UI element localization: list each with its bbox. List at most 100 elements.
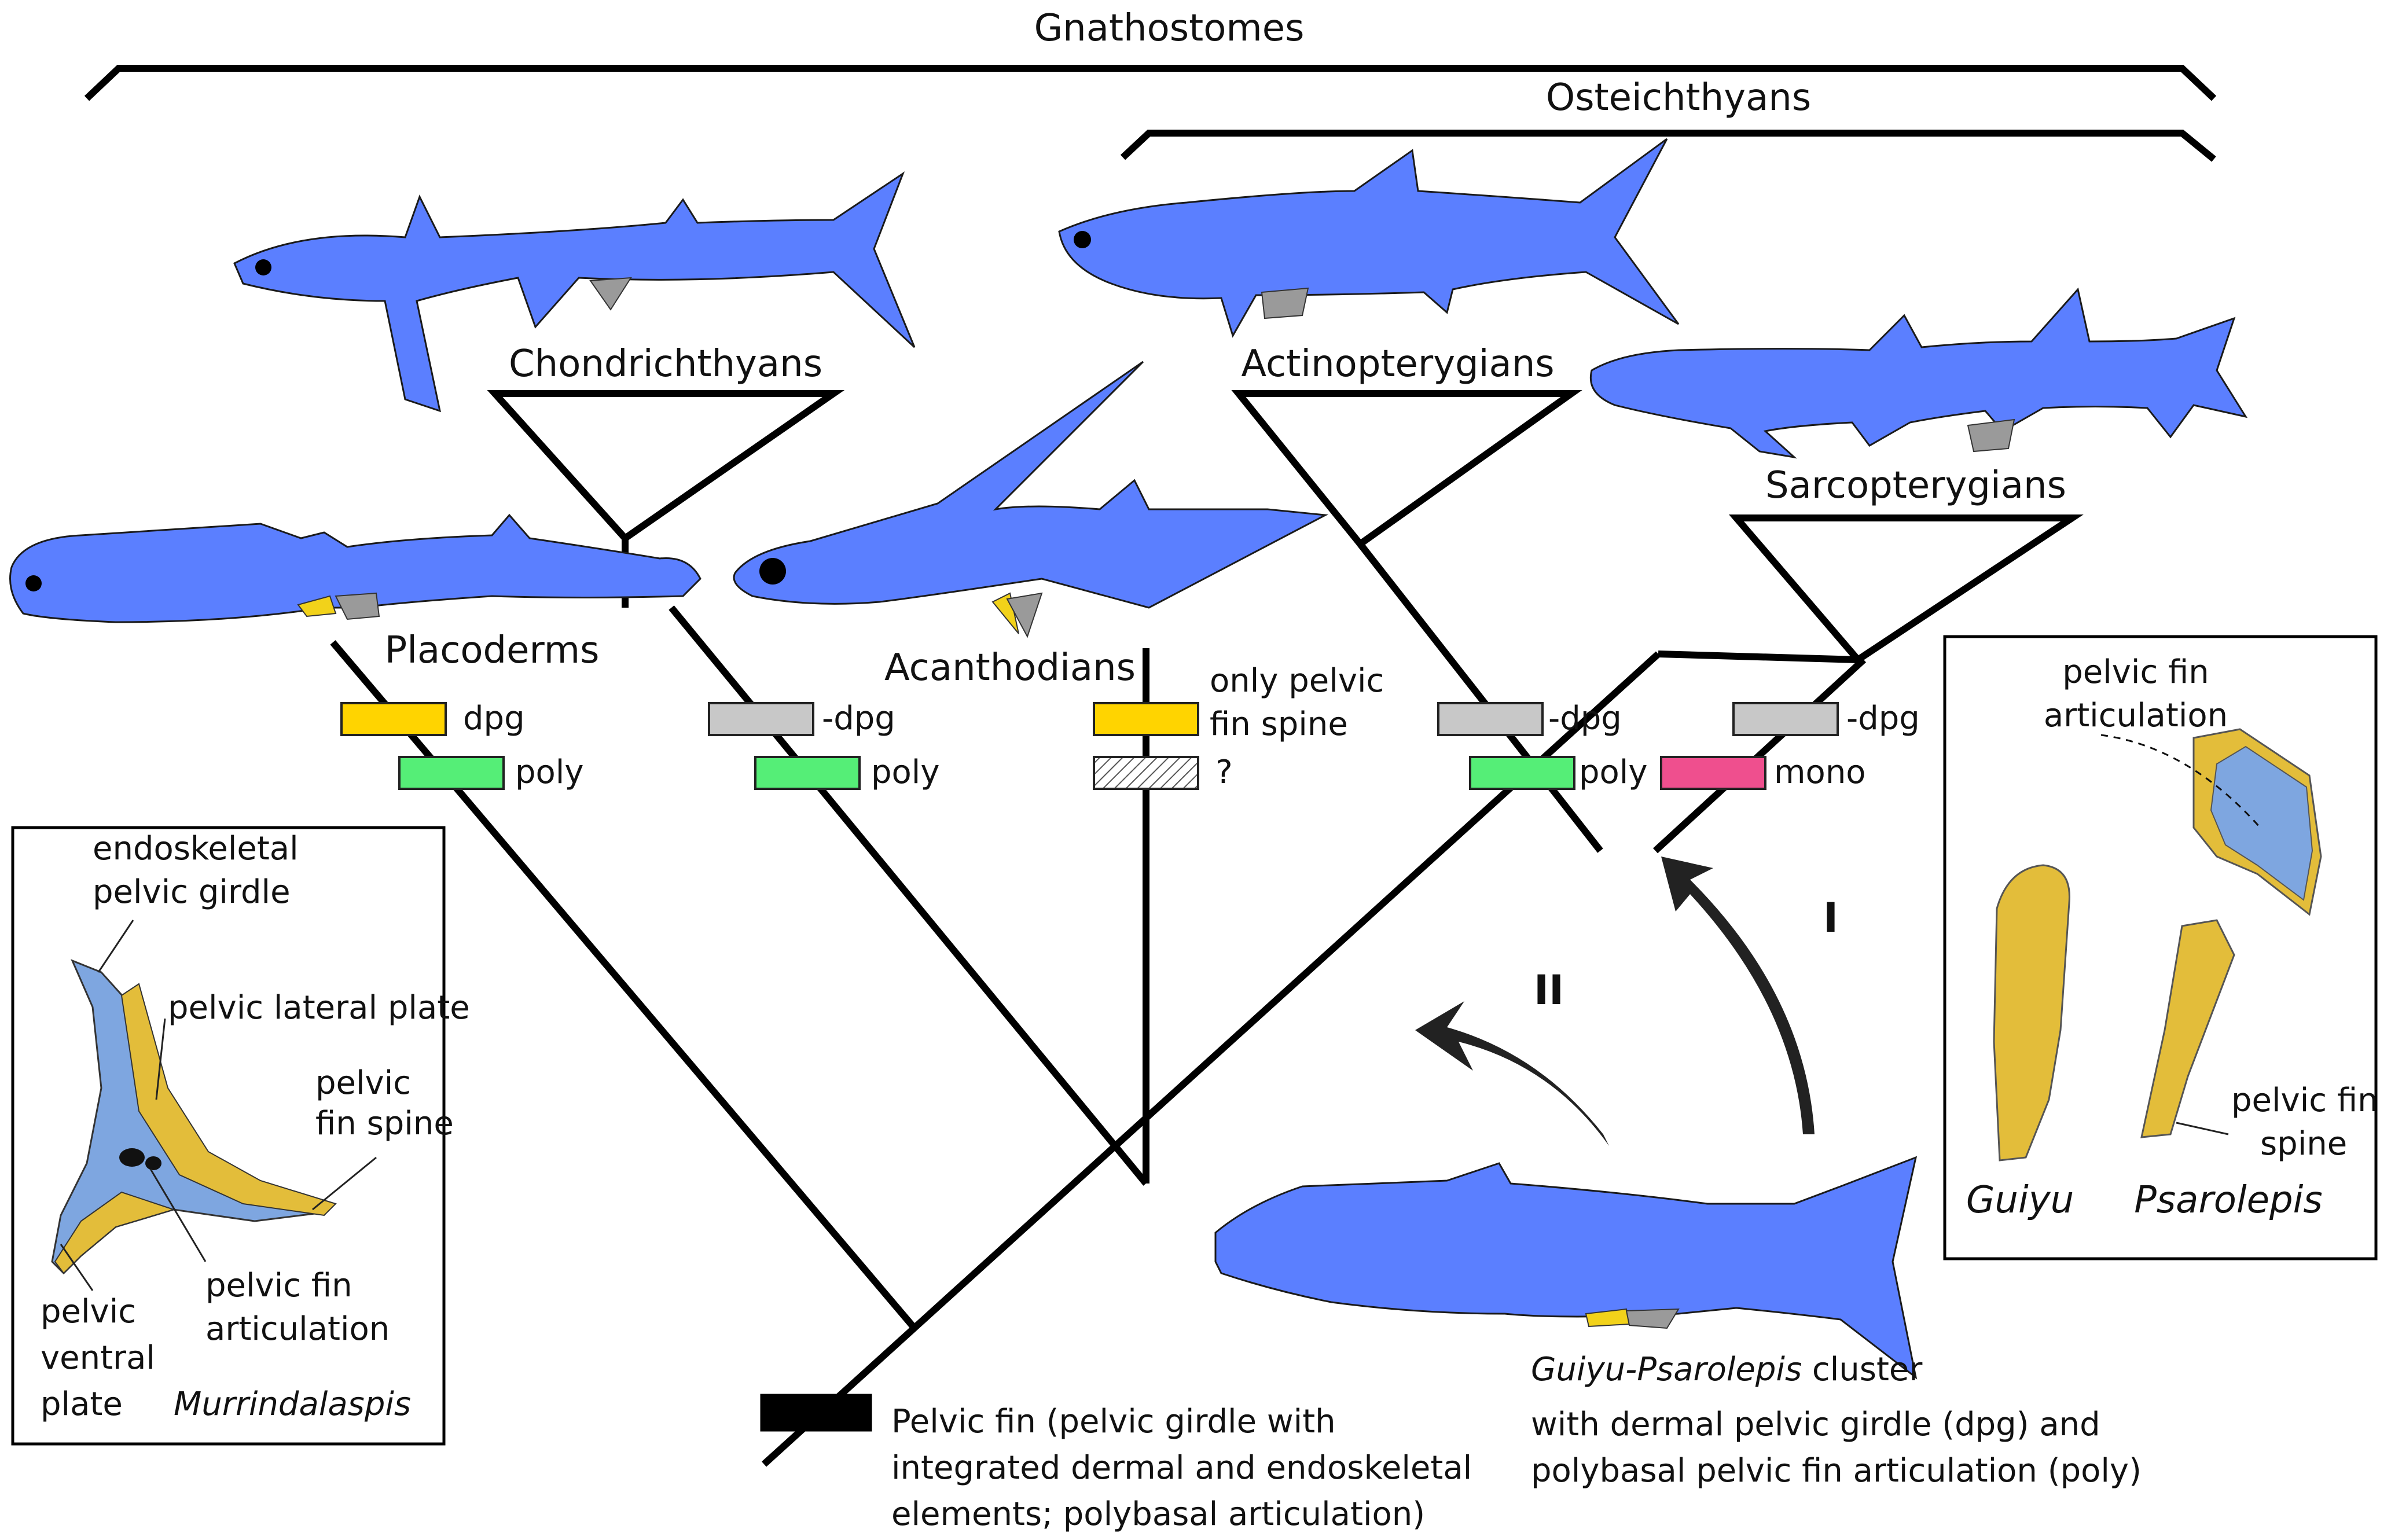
guiyu-fish (1214, 1156, 1918, 1380)
placoderm-body (9, 513, 701, 623)
placoderms-poly-box (398, 756, 505, 790)
sarcopterygians-no-dpg-label: -dpg (1846, 700, 1920, 737)
branch-actinopterygians (1357, 542, 1603, 853)
basal-node-box (760, 1394, 872, 1432)
guiyu-pelvic-fin (1625, 1308, 1680, 1329)
cluster-line-2: with dermal pelvic girdle (dpg) and (1531, 1406, 2100, 1443)
cluster-name: Guiyu-Psarolepis (1531, 1351, 1802, 1388)
acanthodians-unknown-label: ? (1215, 754, 1233, 791)
gnathostomes-bracket (84, 65, 2217, 101)
lateral-leader (155, 1018, 166, 1100)
artic-leader (149, 1168, 207, 1262)
sarcopterygians-no-dpg-box (1732, 702, 1839, 736)
arrow-one-icon (1661, 857, 1815, 1134)
psarolepis-spine-specimen (2140, 919, 2235, 1138)
actinopterygians-triangle (1231, 390, 1582, 549)
guiyu-psarolepis-inset: pelvic fin articulation pelvic fin spine… (1943, 635, 2378, 1260)
sarcopterygians-mono-box (1660, 756, 1766, 790)
label-artic-1: pelvic fin (205, 1267, 352, 1304)
articulation-icon-2 (145, 1156, 161, 1170)
actinopterygians-poly-box (1469, 756, 1575, 790)
right-label-spine-1: pelvic fin (2231, 1082, 2378, 1119)
basal-node-line-1: Pelvic fin (pelvic girdle with (891, 1403, 1336, 1440)
label-endo-1: endoskeletal (93, 830, 299, 868)
label-spine-2: fin spine (315, 1105, 454, 1142)
murrindalaspis-ventral-plate (54, 1191, 176, 1274)
chondrichthyans-no-dpg-label: -dpg (822, 700, 895, 737)
cluster-line-3: polybasal pelvic fin articulation (poly) (1531, 1452, 2142, 1490)
osteichthyans-bracket (1120, 130, 2216, 162)
branch-sarcopterygians-join (1652, 657, 1867, 854)
actinopterygians-label: Actinopterygians (1241, 343, 1554, 385)
acanthodian-pelvic-fin (1006, 592, 1043, 638)
actinopterygians-no-dpg-label: -dpg (1548, 700, 1622, 737)
right-label-artic-2: articulation (2044, 697, 2228, 734)
cluster-line-1: Guiyu-Psarolepis cluster (1531, 1351, 1923, 1388)
placoderms-dpg-box (340, 702, 447, 736)
actinopterygians-no-dpg-box (1437, 702, 1544, 736)
sarcopterygians-triangle (1728, 514, 2084, 664)
psarolepis-girdle-endo (2210, 745, 2313, 901)
acanthodians-spine-label-2: fin spine (1210, 705, 1348, 743)
actinopterygian-body (1058, 138, 1680, 338)
label-artic-2: articulation (205, 1310, 390, 1348)
actinopterygian-eye (1074, 231, 1091, 248)
sarcopterygian-body (1589, 287, 2248, 459)
placoderm-eye (25, 575, 42, 591)
label-lateral: pelvic lateral plate (168, 989, 470, 1027)
gnathostomes-label: Gnathostomes (1034, 7, 1305, 50)
basal-node-line-2: integrated dermal and endoskeletal (891, 1449, 1472, 1487)
acanthodian-body (733, 361, 1329, 609)
sarcopterygians-label: Sarcopterygians (1765, 464, 2066, 507)
label-ventral-3: plate (41, 1385, 123, 1423)
placoderm-fish (9, 513, 701, 623)
placoderms-dpg-label: dpg (463, 700, 525, 737)
murrindalaspis-taxon: Murrindalaspis (174, 1385, 411, 1423)
arrow-two-label: II (1534, 966, 1564, 1014)
actinopterygians-poly-label: poly (1579, 754, 1648, 791)
chondrichthyans-triangle (487, 390, 845, 543)
actinopterygian-pelvic-fin (1261, 287, 1309, 319)
left-inset-frame (11, 826, 446, 1446)
psarolepis-taxon: Psarolepis (2134, 1179, 2323, 1222)
arrow-one-label: I (1823, 894, 1838, 942)
chondrichthyan-pelvic-fin (589, 277, 632, 311)
label-ventral-2: ventral (41, 1339, 155, 1377)
placoderm-dermal-girdle (297, 595, 337, 618)
label-endo-2: pelvic girdle (93, 873, 291, 911)
sarcopterygian-fish (1589, 287, 2248, 459)
branch-chondrichthyans (669, 605, 1149, 1186)
spine-leader (312, 1156, 377, 1211)
chondrichthyans-poly-box (754, 756, 861, 790)
acanthodian-fish (733, 361, 1329, 638)
articulation-icon-1 (119, 1148, 145, 1167)
sarcopterygians-mono-label: mono (1774, 754, 1866, 791)
label-ventral-1: pelvic (41, 1293, 136, 1330)
right-label-artic-1: pelvic fin (2062, 653, 2209, 691)
actinopterygian-fish (1058, 138, 1680, 338)
endo-leader (97, 920, 134, 973)
acanthodians-spine-box (1093, 702, 1199, 736)
placoderm-pelvic-fin (335, 592, 380, 620)
chondrichthyan-eye (255, 259, 271, 275)
arrow-two-icon (1415, 1001, 1609, 1146)
placoderms-poly-label: poly (515, 754, 584, 791)
murrindalaspis-inset: endoskeletal pelvic girdle pelvic latera… (11, 826, 470, 1446)
chondrichthyans-no-dpg-box (708, 702, 814, 736)
guiyu-taxon: Guiyu (1966, 1179, 2074, 1222)
right-label-spine-2: spine (2260, 1125, 2347, 1163)
chondrichthyan-body (233, 171, 916, 413)
chondrichthyans-label: Chondrichthyans (509, 343, 822, 385)
sarcopterygian-pelvic-fin (1967, 418, 2015, 453)
cluster-name-suffix: cluster (1802, 1351, 1923, 1388)
acanthodians-unknown-box (1093, 756, 1199, 790)
spine-right-leader (2176, 1122, 2229, 1135)
placoderms-label: Placoderms (385, 629, 600, 672)
label-spine-1: pelvic (315, 1064, 411, 1102)
basal-node-line-3: elements; polybasal articulation) (891, 1495, 1425, 1533)
acanthodians-label: Acanthodians (884, 646, 1136, 689)
acanthodians-spine-label-1: only pelvic (1210, 662, 1384, 700)
ventral-leader (60, 1244, 94, 1291)
